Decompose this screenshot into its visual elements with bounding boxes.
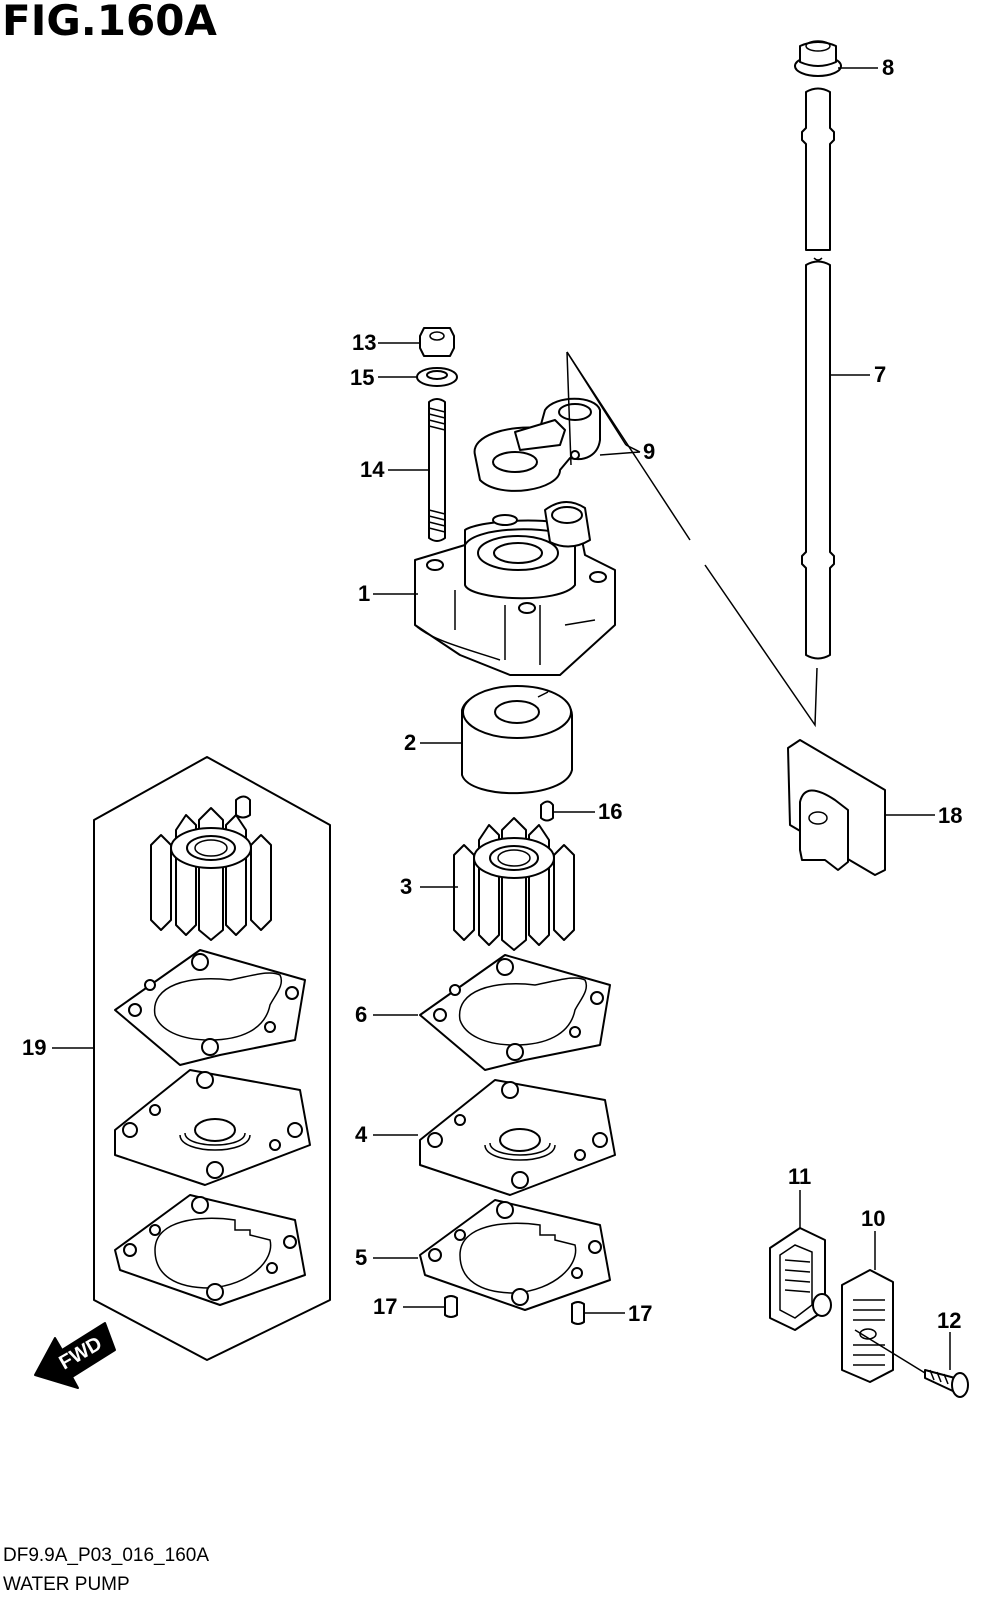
diagram-caption: WATER PUMP xyxy=(3,1574,130,1595)
part-1-pump-case xyxy=(414,501,616,676)
callout-9: 9 xyxy=(643,439,655,464)
callout-3: 3 xyxy=(400,874,412,899)
callout-12: 12 xyxy=(937,1308,961,1333)
callout-8: 8 xyxy=(882,55,894,80)
callout-15: 15 xyxy=(350,365,374,390)
part-19-kit xyxy=(93,756,331,1361)
callout-7: 7 xyxy=(874,362,886,387)
part-11-clip xyxy=(769,1227,832,1331)
callout-6: 6 xyxy=(355,1002,367,1027)
diagram-code: DF9.9A_P03_016_160A xyxy=(3,1545,209,1566)
part-13-nut xyxy=(419,327,455,357)
callout-19: 19 xyxy=(22,1035,46,1060)
callout-16: 16 xyxy=(598,799,622,824)
part-16-key xyxy=(540,800,554,822)
part-15-washer xyxy=(416,367,458,387)
callout-11: 11 xyxy=(788,1164,811,1189)
part-18-cover xyxy=(787,739,886,876)
part-7-water-tube xyxy=(801,87,835,660)
callout-14: 14 xyxy=(360,457,385,482)
callout-1: 1 xyxy=(358,581,370,606)
callout-4: 4 xyxy=(355,1122,368,1147)
part-14-stud xyxy=(428,398,446,542)
callout-13: 13 xyxy=(352,330,376,355)
part-8-grommet xyxy=(794,40,842,77)
leader-lines xyxy=(52,67,951,1374)
callout-18: 18 xyxy=(938,803,962,828)
part-6-gasket xyxy=(419,954,611,1071)
part-3-impeller xyxy=(453,817,575,951)
callout-5: 5 xyxy=(355,1245,367,1270)
part-5-gasket xyxy=(419,1199,611,1311)
fwd-arrow: FWD xyxy=(34,1322,116,1389)
callout-10: 10 xyxy=(861,1206,885,1231)
part-9-seal-holder xyxy=(473,397,601,492)
callout-17b: 17 xyxy=(628,1301,652,1326)
part-2-liner xyxy=(461,685,573,795)
figure-title: FIG.160A xyxy=(2,0,217,45)
part-4-plate xyxy=(419,1079,616,1196)
part-10-plate xyxy=(841,1269,894,1383)
part-17-pin xyxy=(444,1295,585,1325)
callout-2: 2 xyxy=(404,730,416,755)
callout-17a: 17 xyxy=(373,1294,397,1319)
part-12-screw xyxy=(924,1369,969,1398)
